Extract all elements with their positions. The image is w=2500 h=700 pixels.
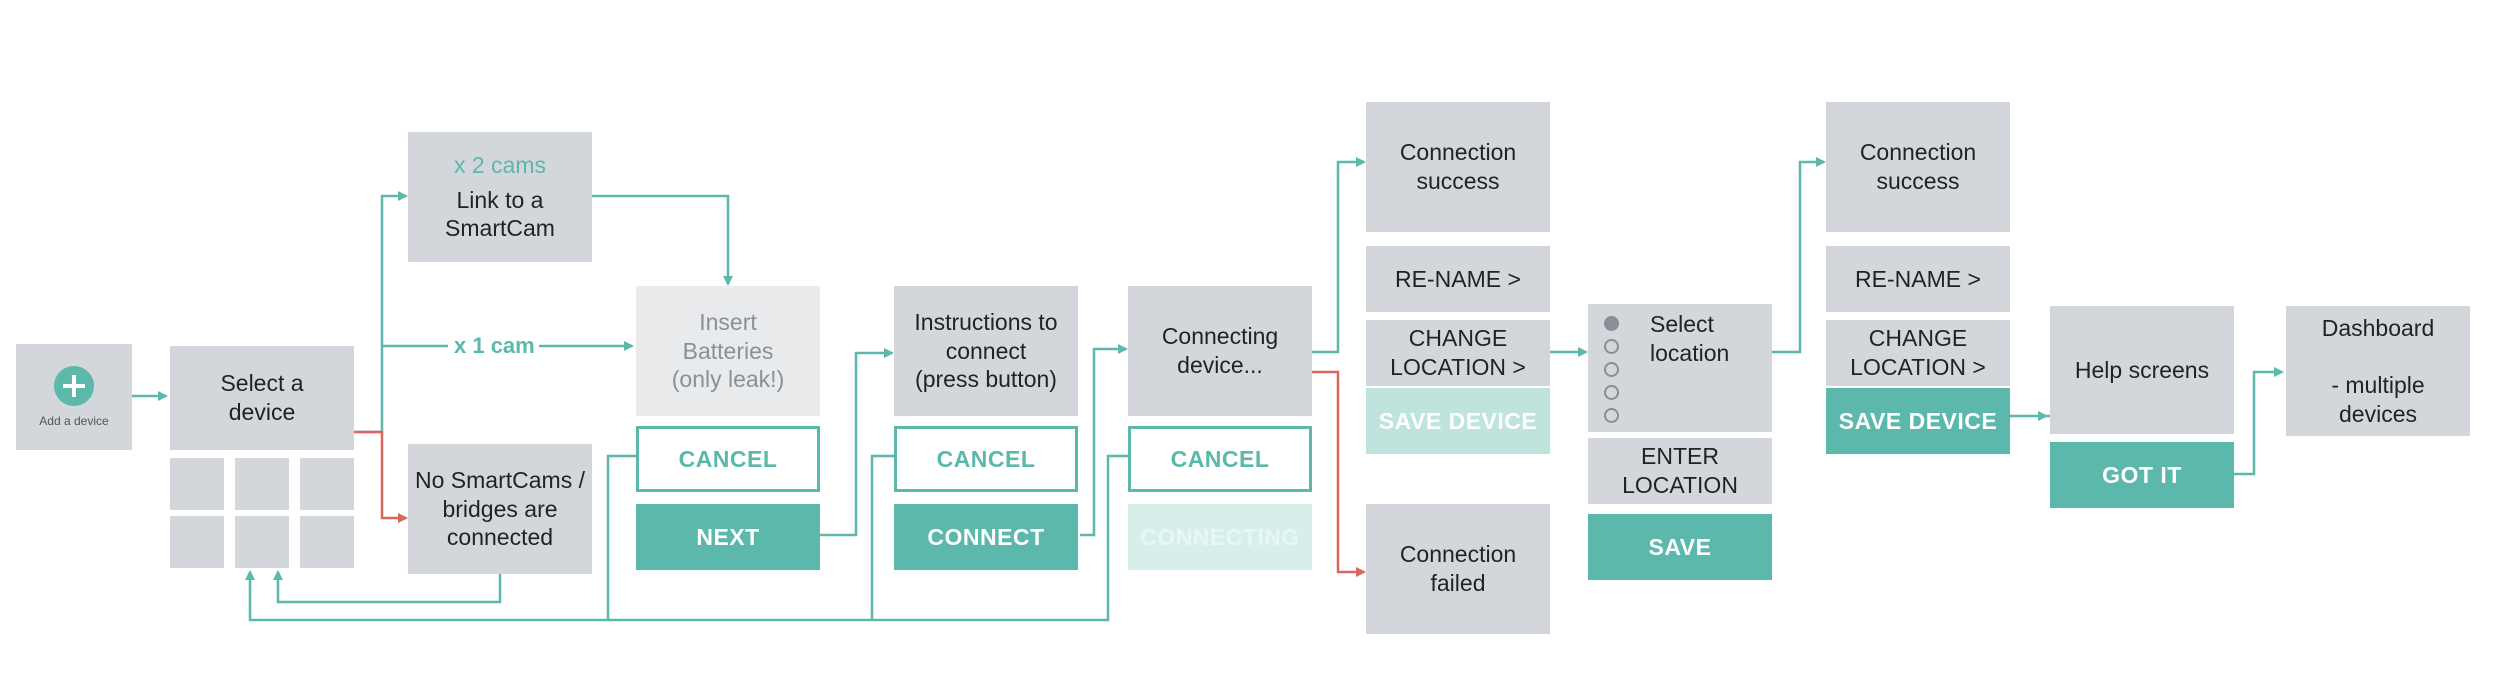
enter-location-label: ENTER LOCATION <box>1622 443 1738 498</box>
arrow-connect-to-connecting <box>1080 344 1128 537</box>
device-tile[interactable] <box>300 516 354 568</box>
instructions-title: Instructions to connect (press button) <box>914 308 1058 393</box>
arrow-gotit-to-dashboard <box>2234 367 2284 476</box>
connecting-screen: Connecting device... <box>1128 286 1312 416</box>
no-smartcams-title: No SmartCams / bridges are connected <box>415 466 585 551</box>
link-smartcam-title: Link to a SmartCam <box>445 186 555 242</box>
instructions-screen: Instructions to connect (press button) <box>894 286 1078 416</box>
cancel-button[interactable]: CANCEL <box>894 426 1078 492</box>
select-device-title: Select a device <box>220 370 304 425</box>
enter-location-button[interactable]: ENTER LOCATION <box>1588 438 1772 504</box>
got-it-button[interactable]: GOT IT <box>2050 442 2234 508</box>
cam-count-label: x 2 cams <box>453 151 547 178</box>
connection-success-screen: Connection success <box>1366 102 1550 232</box>
select-device-screen: Select a device <box>170 346 354 450</box>
arrow-cancel2-back <box>870 454 894 620</box>
next-button[interactable]: NEXT <box>636 504 820 570</box>
cancel-button[interactable]: CANCEL <box>636 426 820 492</box>
connecting-status-button: CONNECTING <box>1128 504 1312 570</box>
success-title: Connection success <box>1399 139 1517 194</box>
arrow-select-to-link <box>352 191 408 434</box>
add-device-label: Add a device <box>39 413 109 428</box>
select-location-title: Select location <box>1650 311 1730 366</box>
change-location-label: CHANGE LOCATION > <box>1850 325 1986 380</box>
location-option-radio[interactable] <box>1604 339 1619 354</box>
save-device-button[interactable]: SAVE DEVICE <box>1826 388 2010 454</box>
arrow-location-to-success2 <box>1772 157 1826 354</box>
arrow-no-cams-back <box>273 570 502 604</box>
connection-failed-screen: Connection failed <box>1366 504 1550 634</box>
help-screens-screen: Help screens <box>2050 306 2234 434</box>
no-smartcams-screen: No SmartCams / bridges are connected <box>408 444 592 574</box>
insert-batteries-title: Insert Batteries (only leak!) <box>671 308 785 393</box>
location-option-radio[interactable] <box>1604 362 1619 377</box>
device-tile[interactable] <box>235 458 289 510</box>
insert-batteries-screen: Insert Batteries (only leak!) <box>636 286 820 416</box>
arrow-next-to-instructions <box>820 348 894 537</box>
rename-label: RE-NAME > <box>1855 265 1981 292</box>
cancel-button[interactable]: CANCEL <box>1128 426 1312 492</box>
location-option-radio[interactable] <box>1604 385 1619 400</box>
select-location-screen: Select location <box>1588 304 1772 432</box>
save-button[interactable]: SAVE <box>1588 514 1772 580</box>
success-title: Connection success <box>1859 139 1977 194</box>
save-device-button[interactable]: SAVE DEVICE <box>1366 388 1550 454</box>
help-title: Help screens <box>2074 356 2210 383</box>
connecting-title: Connecting device... <box>1161 323 1279 378</box>
error-arrow-select-to-no-cams <box>352 430 408 523</box>
plus-circle-icon <box>54 365 94 406</box>
error-arrow-connecting-to-failed <box>1312 370 1366 577</box>
change-location-label: CHANGE LOCATION > <box>1390 325 1526 380</box>
rename-label: RE-NAME > <box>1395 265 1521 292</box>
arrow-connecting-to-success <box>1312 157 1366 354</box>
rename-button[interactable]: RE-NAME > <box>1826 246 2010 312</box>
failed-title: Connection failed <box>1399 541 1517 596</box>
rename-button[interactable]: RE-NAME > <box>1366 246 1550 312</box>
change-location-button[interactable]: CHANGE LOCATION > <box>1826 320 2010 386</box>
dashboard-title: Dashboard - multiple devices <box>2321 314 2435 427</box>
add-device-tile[interactable]: Add a device <box>16 344 132 450</box>
device-tile[interactable] <box>170 458 224 510</box>
change-location-button[interactable]: CHANGE LOCATION > <box>1366 320 1550 386</box>
location-option-radio[interactable] <box>1604 316 1619 331</box>
arrow-link-to-batteries <box>592 194 733 286</box>
device-tile[interactable] <box>300 458 354 510</box>
link-smartcam-screen: x 2 cams Link to a SmartCam <box>408 132 592 262</box>
device-tile[interactable] <box>170 516 224 568</box>
device-tile[interactable] <box>235 516 289 568</box>
connection-success-screen-2: Connection success <box>1826 102 2010 232</box>
connect-button[interactable]: CONNECT <box>894 504 1078 570</box>
location-option-radio[interactable] <box>1604 408 1619 423</box>
one-cam-label: x 1 cam <box>450 333 539 359</box>
arrow-cancel3-back <box>608 454 1128 622</box>
dashboard-screen: Dashboard - multiple devices <box>2286 306 2470 436</box>
